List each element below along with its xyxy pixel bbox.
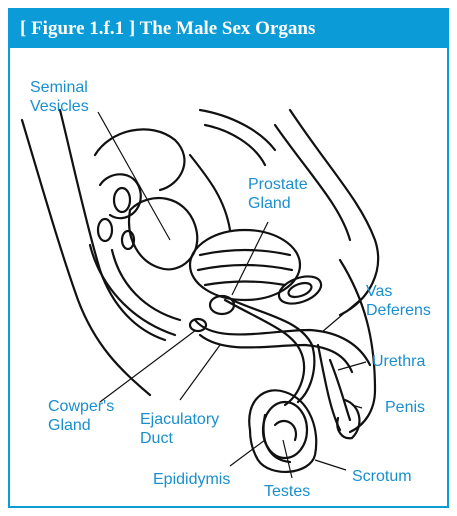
label-penis: Penis [385,398,425,417]
bladder [129,198,197,269]
label-prostate-gland: Prostate Gland [248,175,308,213]
label-cowpers-gland: Cowper's Gland [48,397,114,435]
label-urethra: Urethra [372,352,425,371]
abdominal-wall-1 [200,110,275,150]
label-vas-deferens: Vas Deferens [366,282,431,320]
intestine-blob-1 [114,188,130,212]
body-contour-back [22,120,150,395]
label-scrotum: Scrotum [352,467,412,486]
urethra-tube-2 [200,335,352,372]
leader-urethra [338,362,366,370]
abdominal-wall-3 [190,155,230,230]
cowpers-gland [190,319,206,331]
testis-detail [275,421,296,440]
intestine-1 [95,129,184,190]
penis-outline-bottom [318,345,340,430]
leader-vas-deferens [322,298,362,332]
label-testes: Testes [264,482,310,501]
vas-deferens-line [225,300,304,405]
intestine-blob-2 [98,219,112,241]
label-epididymis: Epididymis [153,470,230,489]
leader-cowpers [100,330,196,402]
label-ejaculatory-duct: Ejaculatory Duct [140,410,219,448]
vas-deferens-line-2 [232,300,314,402]
leader-prostate [232,222,268,295]
prostate-small [210,296,234,314]
leader-scrotum [315,460,346,470]
label-seminal-vesicles-text: Seminal Vesicles [30,78,89,116]
leader-ejaculatory [180,345,220,400]
